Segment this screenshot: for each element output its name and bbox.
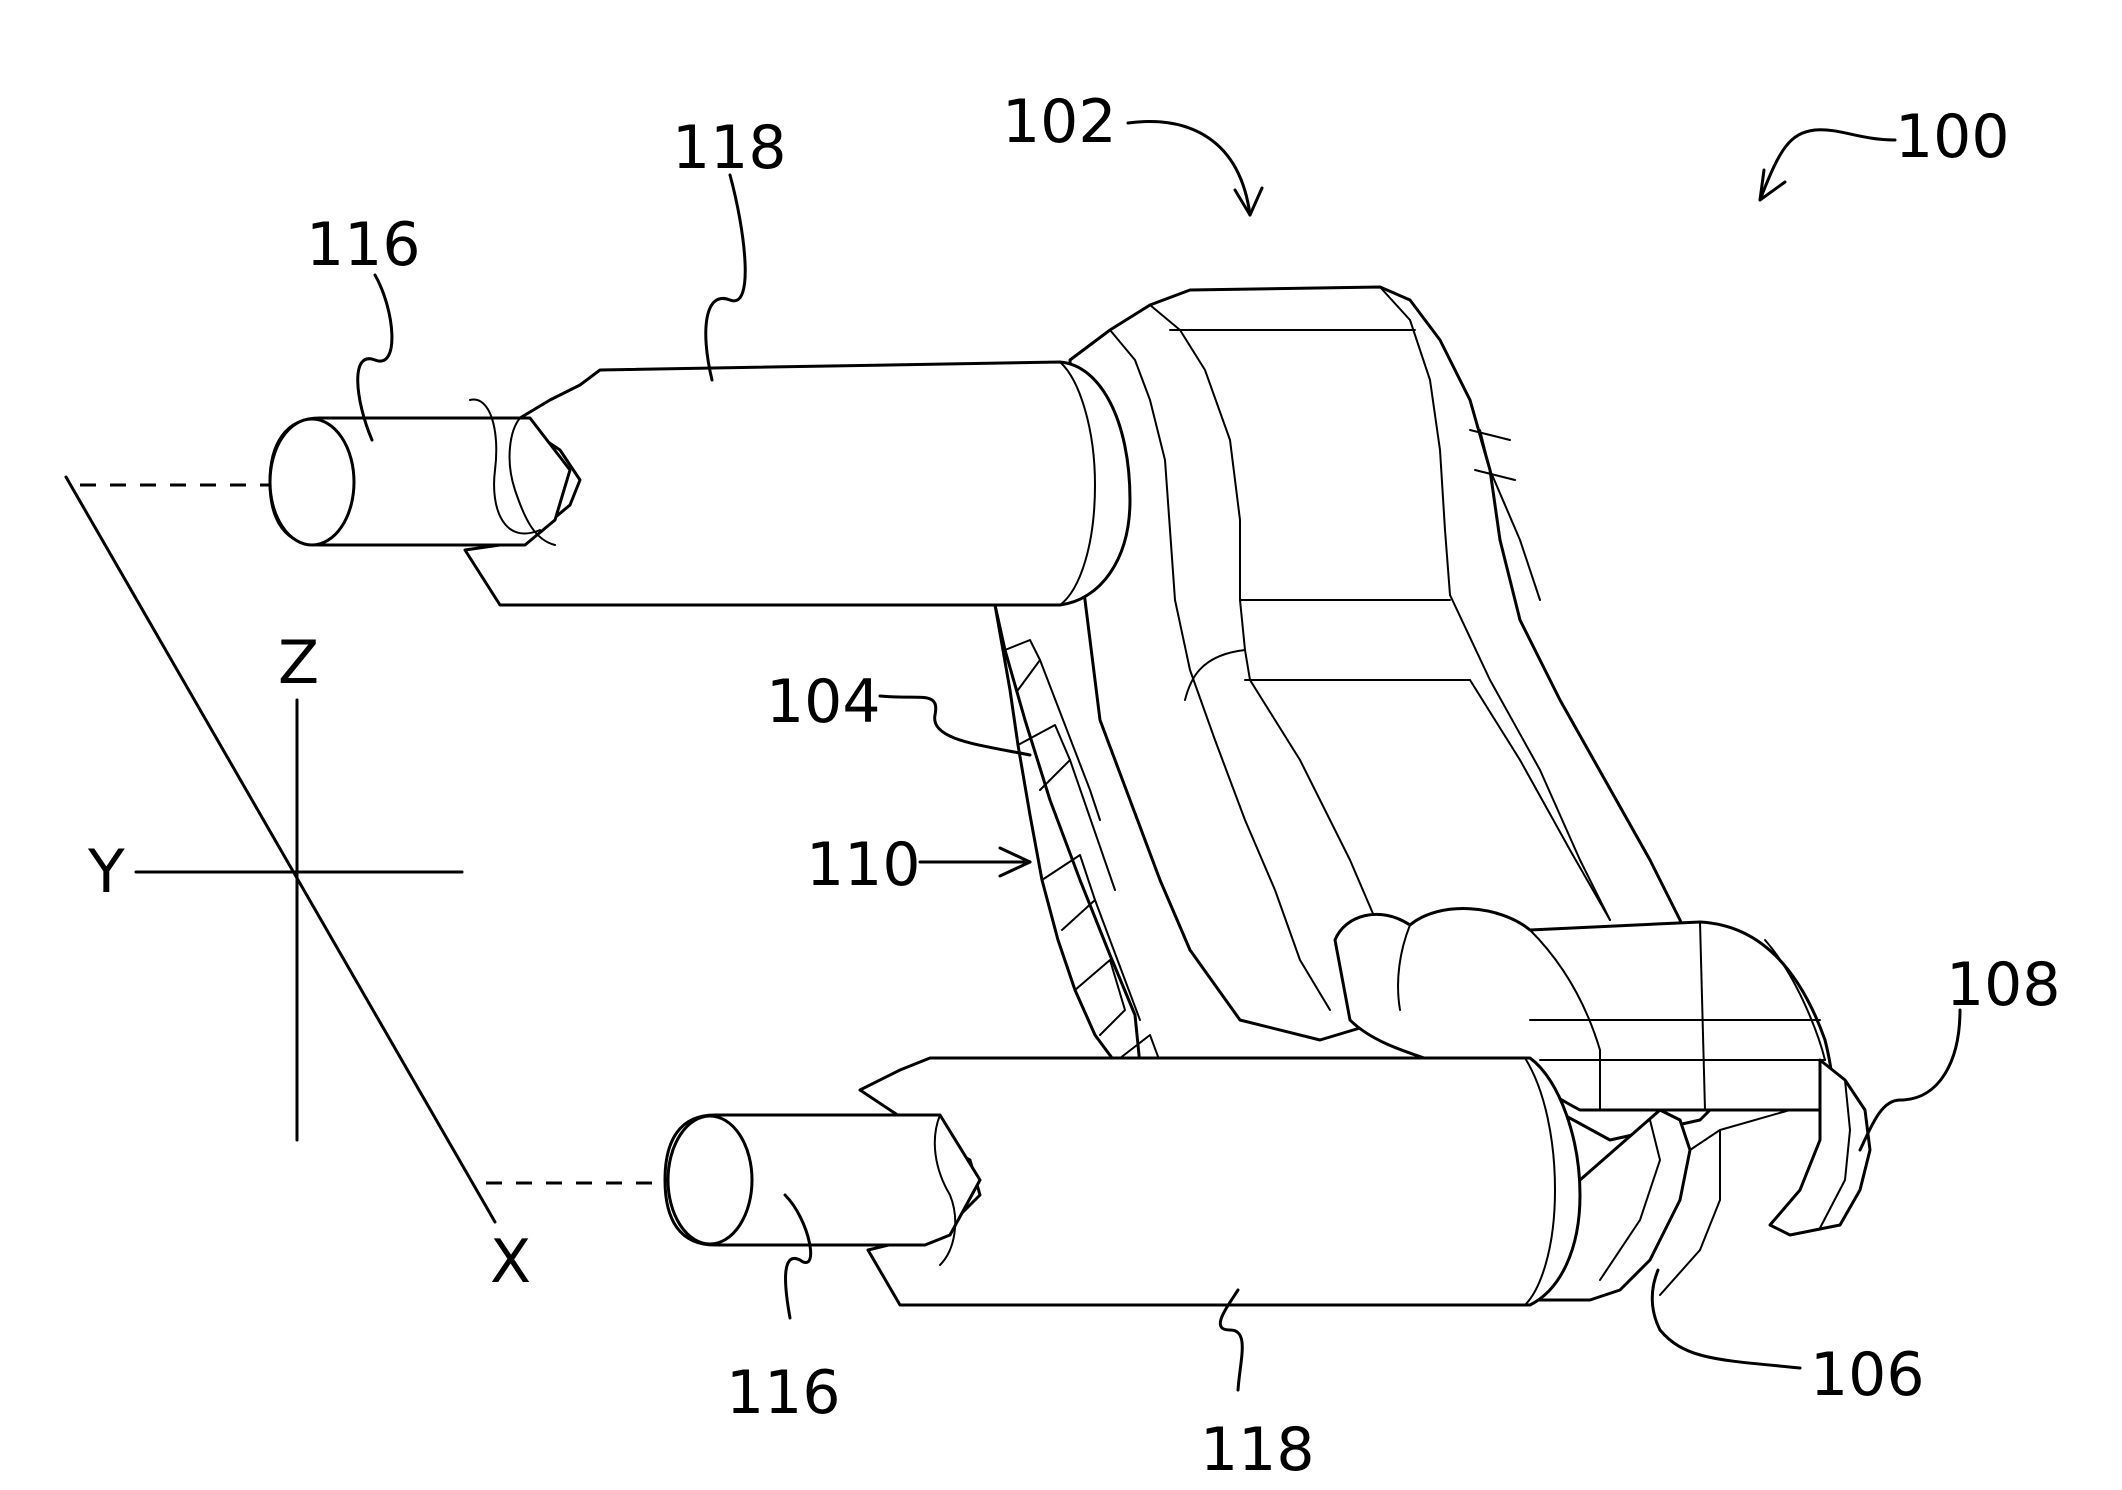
axis-label-y: Y: [87, 837, 125, 907]
label-116-lower: 116: [726, 1358, 841, 1428]
label-118-upper: 118: [672, 113, 787, 183]
leader-106: [1652, 1270, 1800, 1368]
leader-100: [1760, 130, 1895, 200]
leader-104: [880, 696, 1030, 755]
upper-rod: [270, 362, 1130, 605]
lower-rod: [665, 1058, 1580, 1305]
axis-label-z: Z: [278, 628, 319, 698]
label-118-lower: 118: [1200, 1415, 1315, 1485]
label-106: 106: [1810, 1340, 1925, 1410]
leader-116-upper: [358, 275, 392, 440]
leader-118-upper: [706, 175, 745, 380]
label-116-upper: 116: [306, 210, 421, 280]
label-110: 110: [806, 830, 921, 900]
label-102: 102: [1002, 87, 1117, 157]
x-axis-line: [66, 477, 495, 1222]
label-108: 108: [1946, 950, 2061, 1020]
leader-108: [1860, 1010, 1960, 1150]
label-104: 104: [766, 667, 881, 737]
label-100: 100: [1895, 102, 2010, 172]
arrowhead-100: [1760, 170, 1785, 200]
leader-102: [1128, 122, 1250, 215]
lower-rod-core-end: [668, 1116, 752, 1244]
upper-rod-core-end: [270, 419, 354, 545]
axis-label-x: X: [490, 1227, 531, 1297]
